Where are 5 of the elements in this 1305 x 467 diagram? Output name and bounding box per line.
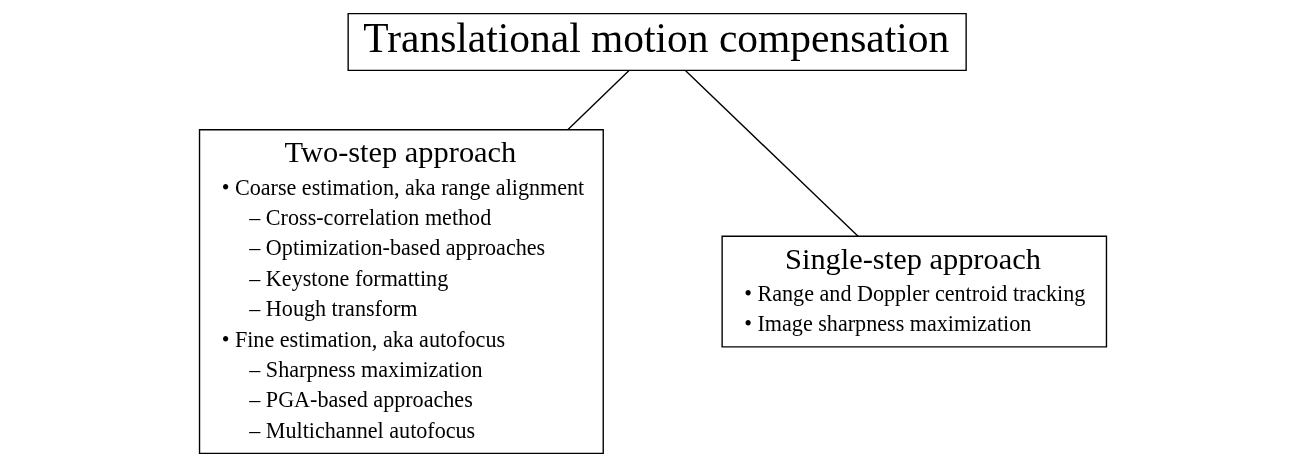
node-box: Translational motion compensation — [346, 13, 967, 72]
connector — [566, 70, 629, 131]
connector — [684, 70, 859, 237]
node-box: Two-step approach • Coarse estimation, aka range alignment – Cross-correlation method – Optimization-based approaches – Keystone formatting – Hough transform • Fine estimation, aka autofocus – Sharpness maximization – PGA-based approaches – Multichannel autofocus — [198, 129, 604, 454]
node-box: Single-step approach • Range and Doppler centroid tracking • Image sharpness maximization — [720, 235, 1107, 348]
